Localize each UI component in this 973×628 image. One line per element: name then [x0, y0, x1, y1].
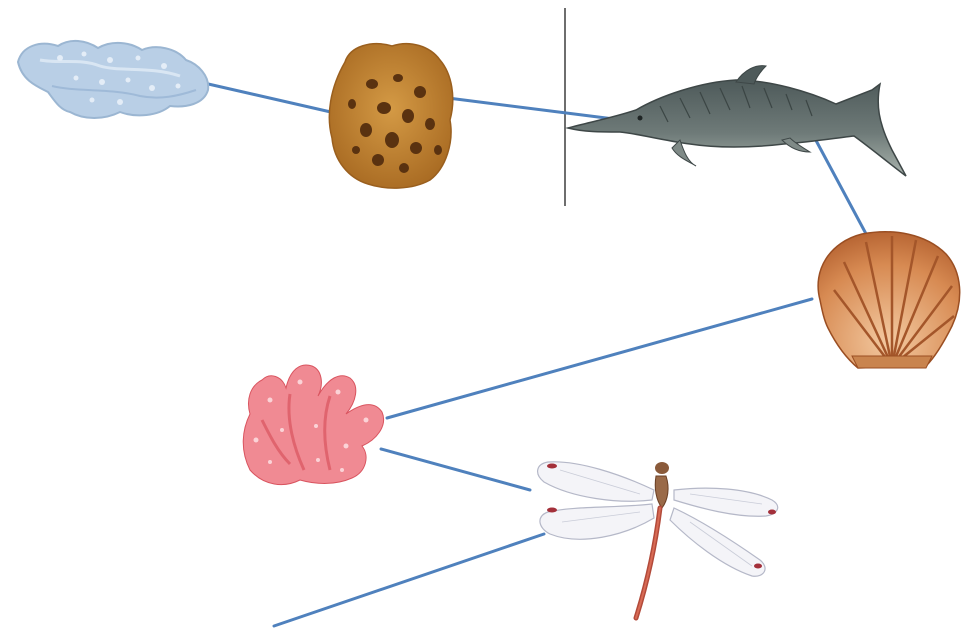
connector-scallop-to-red-coral	[387, 299, 812, 418]
dragonfly-icon	[538, 462, 778, 618]
connector-sponge-to-ichthyosaur	[448, 98, 614, 119]
connector-lines	[182, 78, 872, 626]
blue-coral-icon	[18, 41, 208, 118]
ichthyosaur-icon	[568, 66, 906, 176]
scallop-shell-icon	[818, 232, 960, 368]
connector-ichthyosaur-to-scallop	[812, 133, 872, 245]
sea-sponge-icon	[329, 44, 452, 188]
red-coral-icon	[243, 365, 383, 485]
connector-dragonfly-to-offscreen	[274, 534, 544, 626]
connector-red-coral-to-dragonfly	[381, 449, 530, 490]
